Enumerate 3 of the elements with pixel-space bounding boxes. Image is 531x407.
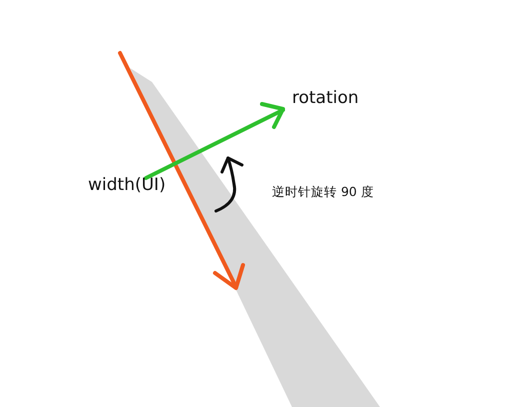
axis-label: rotation <box>292 88 359 108</box>
annotation-text: 逆时针旋转 90 度 <box>272 184 374 201</box>
axis-label: width(UI) <box>88 175 166 195</box>
